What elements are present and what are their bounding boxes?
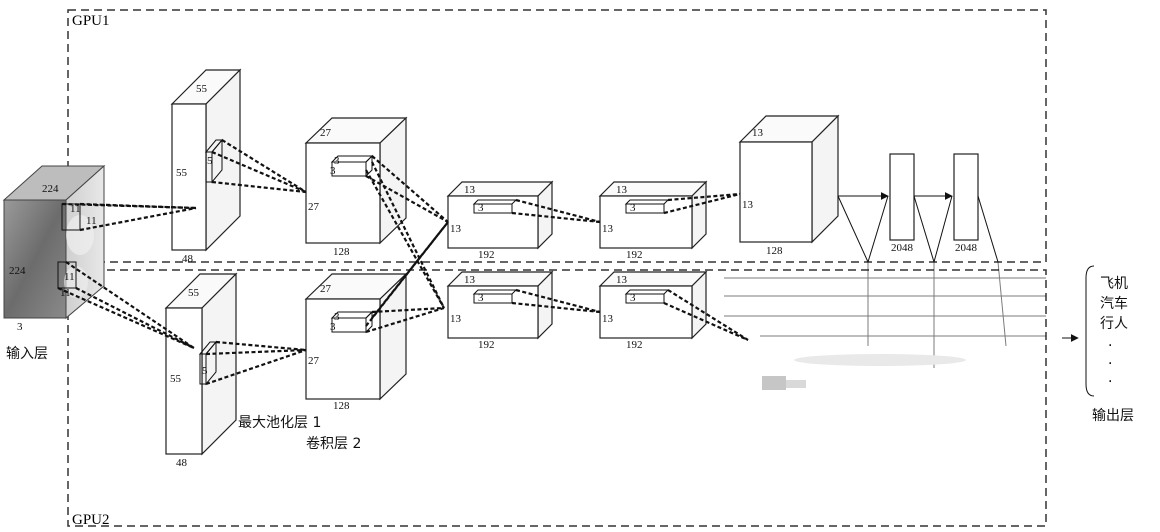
conv1-bottom-width: 55 bbox=[188, 287, 200, 299]
conv2-top-depth: 128 bbox=[333, 246, 350, 258]
conv1-bottom-kernel: 5 bbox=[202, 365, 208, 377]
conv2-bottom-height: 27 bbox=[308, 355, 320, 367]
conv4-bottom-kernel: 3 bbox=[630, 292, 636, 304]
gpu2-region bbox=[67, 269, 1047, 527]
input-kernel-bottom-h: 11 bbox=[64, 271, 75, 283]
conv2-bottom-depth: 128 bbox=[333, 400, 350, 412]
conv3-top-depth: 192 bbox=[478, 249, 495, 261]
conv1-top-height: 55 bbox=[176, 167, 188, 179]
conv2-bottom-kernel-b: 3 bbox=[330, 321, 336, 333]
conv5-top-block bbox=[738, 114, 840, 244]
conv5-top-depth: 128 bbox=[766, 245, 783, 257]
conv3-bottom-depth: 192 bbox=[478, 339, 495, 351]
gpu2-label: GPU2 bbox=[72, 512, 110, 528]
conv2-label: 卷积层 2 bbox=[306, 436, 361, 452]
conv4-top-kernel: 3 bbox=[630, 202, 636, 214]
conv4-bottom-depth: 192 bbox=[626, 339, 643, 351]
conv1-top-width: 55 bbox=[196, 83, 208, 95]
input-kernel-bottom-w: 11 bbox=[60, 287, 71, 299]
conv5-top-width: 13 bbox=[752, 127, 764, 139]
conv2-bottom-block bbox=[304, 272, 408, 401]
conv2-bottom-width: 27 bbox=[320, 283, 332, 295]
fc6-block bbox=[889, 153, 915, 241]
conv2-top-kernel-b: 3 bbox=[330, 165, 336, 177]
conv4-top-height: 13 bbox=[602, 223, 614, 235]
gpu1-region bbox=[67, 9, 1047, 263]
input-kernel-top-w: 11 bbox=[86, 215, 97, 227]
fc7-block bbox=[953, 153, 979, 241]
conv4-top-width: 13 bbox=[616, 184, 628, 196]
pool1-label: 最大池化层 1 bbox=[238, 415, 321, 431]
conv4-bottom-width: 13 bbox=[616, 274, 628, 286]
output-class-3: 行人 bbox=[1100, 316, 1128, 332]
conv3-top-width: 13 bbox=[464, 184, 476, 196]
output-ellipsis-2: · bbox=[1108, 356, 1112, 372]
input-height-label: 224 bbox=[9, 265, 26, 277]
conv2-top-width: 27 bbox=[320, 127, 332, 139]
conv1-bottom-height: 55 bbox=[170, 373, 182, 385]
conv2-top-block bbox=[304, 116, 408, 245]
conv5-top-height: 13 bbox=[742, 199, 754, 211]
conv2-top-kernel-a: 3 bbox=[334, 155, 340, 167]
output-class-1: 飞机 bbox=[1100, 276, 1128, 292]
conv1-top-block bbox=[170, 68, 242, 252]
input-width-label: 224 bbox=[42, 183, 59, 195]
output-class-2: 汽车 bbox=[1100, 295, 1128, 312]
input-layer-label: 输入层 bbox=[6, 346, 48, 362]
conv3-bottom-width: 13 bbox=[464, 274, 476, 286]
connections bbox=[57, 139, 749, 386]
conv4-top-depth: 192 bbox=[626, 249, 643, 261]
conv2-top-height: 27 bbox=[308, 201, 320, 213]
conv3-bottom-kernel: 3 bbox=[478, 292, 484, 304]
input-depth-label: 3 bbox=[17, 321, 23, 333]
conv3-bottom-height: 13 bbox=[450, 313, 462, 325]
conv2-bottom-kernel-a: 3 bbox=[334, 311, 340, 323]
fc-connections bbox=[724, 192, 1046, 390]
conv3-bottom-block bbox=[446, 270, 554, 340]
output-layer-label: 输出层 bbox=[1092, 408, 1134, 424]
gpu1-label: GPU1 bbox=[72, 13, 110, 29]
conv4-bottom-height: 13 bbox=[602, 313, 614, 325]
output-ellipsis-1: · bbox=[1108, 338, 1112, 354]
conv3-top-height: 13 bbox=[450, 223, 462, 235]
conv4-bottom-block bbox=[598, 270, 708, 340]
fc6-units: 2048 bbox=[891, 242, 914, 254]
conv3-top-block bbox=[446, 180, 554, 250]
conv3-top-kernel: 3 bbox=[478, 202, 484, 214]
conv1-top-kernel: 5 bbox=[207, 155, 213, 167]
conv1-top-depth: 48 bbox=[182, 253, 194, 265]
input-kernel-top-h: 11 bbox=[70, 203, 81, 215]
conv1-bottom-depth: 48 bbox=[176, 457, 188, 469]
output-ellipsis-3: · bbox=[1108, 374, 1112, 390]
fc7-units: 2048 bbox=[955, 242, 978, 254]
conv1-bottom-block bbox=[164, 272, 238, 456]
